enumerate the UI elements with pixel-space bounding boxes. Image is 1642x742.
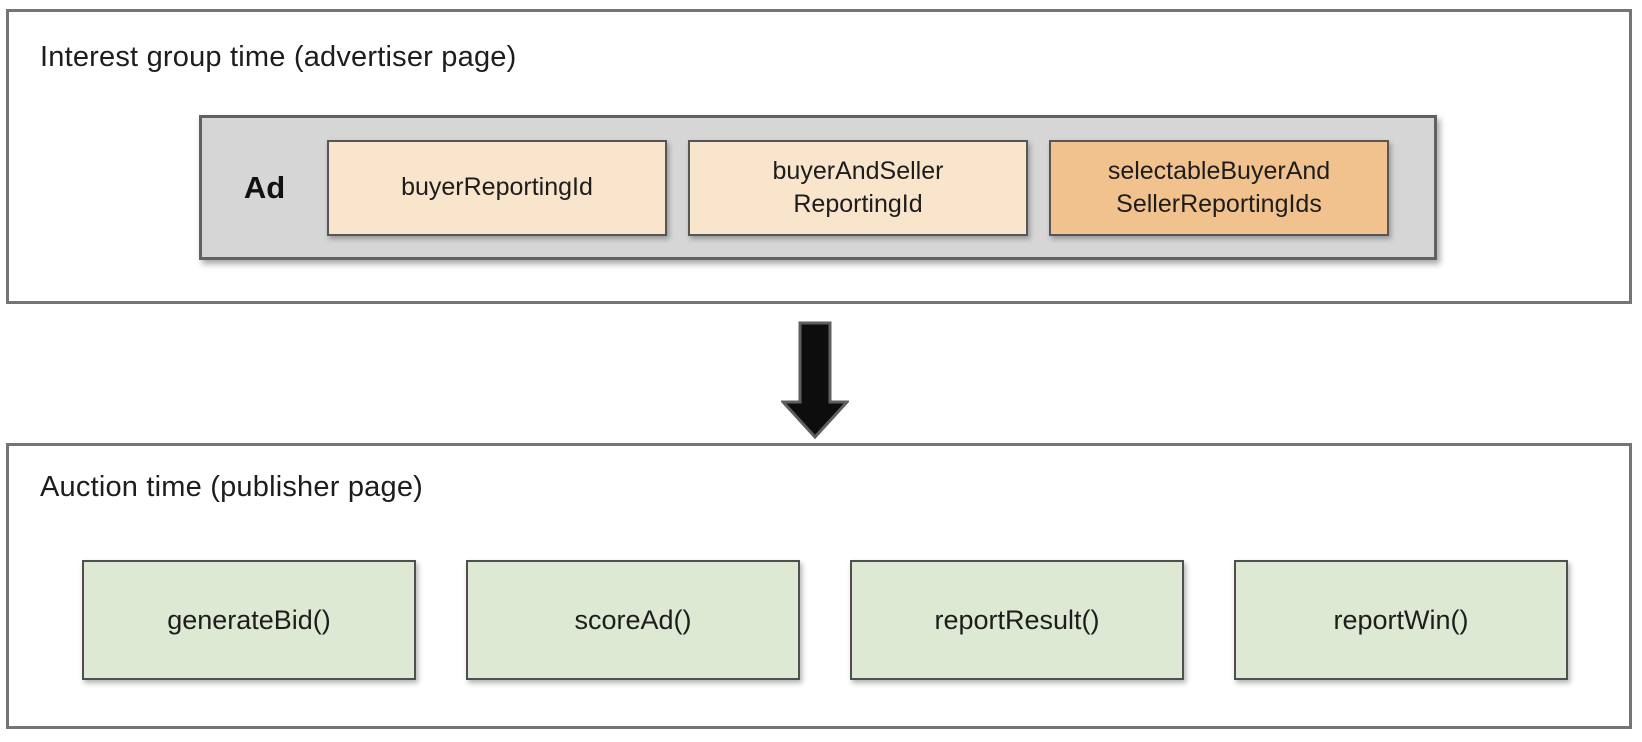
selectable-buyer-and-seller-reporting-ids-box: selectableBuyerAnd SellerReportingIds	[1049, 139, 1389, 236]
auction-title: Auction time (publisher page)	[40, 471, 423, 503]
ad-label: Ad	[243, 169, 286, 205]
interest-group-section: Interest group time (advertiser page) Ad…	[6, 9, 1632, 304]
auction-section: Auction time (publisher page) generateBi…	[6, 443, 1632, 729]
score-ad-box: scoreAd()	[466, 560, 800, 680]
function-box-row: generateBid() scoreAd() reportResult() r…	[82, 560, 1568, 680]
ad-container: Ad buyerReportingId buyerAndSeller Repor…	[199, 115, 1437, 260]
generate-bid-label: generateBid()	[167, 604, 331, 635]
generate-bid-box: generateBid()	[82, 560, 416, 680]
buyer-and-seller-reporting-id-box: buyerAndSeller ReportingId	[688, 139, 1028, 236]
buyer-reporting-id-box: buyerReportingId	[327, 139, 667, 236]
report-result-box: reportResult()	[850, 560, 1184, 680]
buyer-and-seller-reporting-id-label: buyerAndSeller ReportingId	[772, 157, 944, 218]
report-win-label: reportWin()	[1333, 604, 1469, 635]
down-arrow-icon	[781, 321, 849, 439]
selectable-buyer-and-seller-reporting-ids-label: selectableBuyerAnd SellerReportingIds	[1107, 157, 1331, 218]
report-win-box: reportWin()	[1234, 560, 1568, 680]
interest-group-title: Interest group time (advertiser page)	[40, 41, 517, 73]
report-result-label: reportResult()	[934, 604, 1100, 635]
score-ad-label: scoreAd()	[574, 604, 692, 635]
buyer-reporting-id-label: buyerReportingId	[401, 173, 593, 202]
